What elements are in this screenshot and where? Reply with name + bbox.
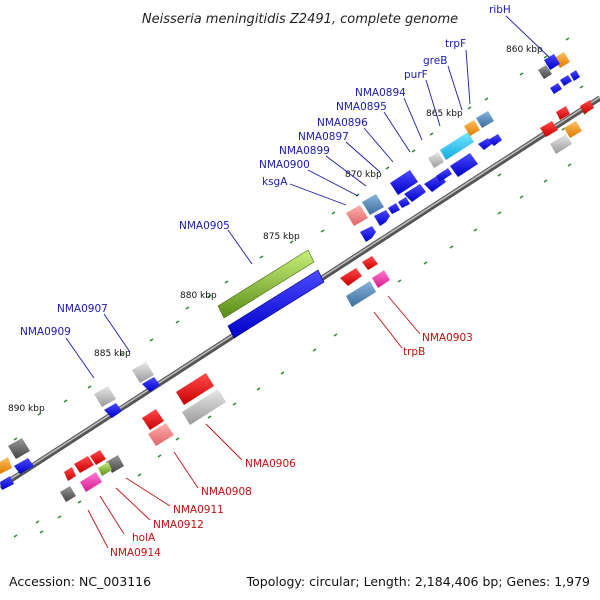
tick-row-outer <box>13 37 584 538</box>
label-NMA0912[interactable]: NMA0912 <box>153 519 204 531</box>
gene-purF-grey[interactable] <box>428 152 444 168</box>
label-NMA0909[interactable]: NMA0909 <box>20 326 71 338</box>
reverse-strand-features <box>60 100 594 502</box>
gene-left-dark[interactable] <box>8 438 30 459</box>
label-greB[interactable]: greB <box>423 55 447 67</box>
tick-label-875: 875 kbp <box>263 232 300 242</box>
tick-label-870: 870 kbp <box>345 170 382 180</box>
label-NMA0899[interactable]: NMA0899 <box>279 145 330 157</box>
gene-ribH-blue[interactable] <box>544 54 560 70</box>
gene-NMA0908-red[interactable] <box>142 409 164 430</box>
gene-right-orange[interactable] <box>564 121 582 138</box>
gene-trpF-orange[interactable] <box>464 120 480 136</box>
gene-right-grey[interactable] <box>550 134 572 154</box>
tick-label-865: 865 kbp <box>426 109 463 119</box>
tick-label-885: 885 kbp <box>94 349 131 359</box>
label-holA[interactable]: holA <box>132 532 156 544</box>
gene-NMA0900-box[interactable] <box>362 194 384 215</box>
gene-trpF-box[interactable] <box>450 153 478 177</box>
label-NMA0895[interactable]: NMA0895 <box>336 101 387 113</box>
gene-NMA0912-red[interactable] <box>74 456 94 473</box>
gene-ribH-arrow[interactable] <box>550 83 562 94</box>
gene-NMA0911-red[interactable] <box>90 450 106 465</box>
gene-NMA0907-grey[interactable] <box>132 362 154 383</box>
gene-NMA0914-red[interactable] <box>64 467 76 481</box>
label-NMA0896[interactable]: NMA0896 <box>317 117 368 129</box>
gene-trpB-steel[interactable] <box>346 281 376 307</box>
gene-holA-magenta[interactable] <box>80 472 102 492</box>
gene-NMA0899-arrow[interactable] <box>374 210 390 226</box>
label-trpF[interactable]: trpF <box>445 38 466 50</box>
gene-NMA0903-red[interactable] <box>340 268 362 286</box>
gene-greB-arrow[interactable] <box>436 168 452 182</box>
tick-label-860: 860 kbp <box>506 45 543 55</box>
gene-NMA0906-grey[interactable] <box>182 389 226 425</box>
gene-NMA0895-box[interactable] <box>390 170 418 195</box>
label-NMA0897[interactable]: NMA0897 <box>298 131 349 143</box>
gene-greB-cyan[interactable] <box>440 132 474 160</box>
gene-NMA0907-arrow[interactable] <box>142 377 160 392</box>
forward-leader-lines <box>65 15 551 379</box>
gene-NMA0906-red[interactable] <box>176 373 214 405</box>
label-purF[interactable]: purF <box>404 69 428 81</box>
label-NMA0903[interactable]: NMA0903 <box>422 332 473 344</box>
reverse-leader-lines <box>87 295 421 549</box>
accession-text: Accession: NC_003116 <box>9 574 151 589</box>
gene-NMA0905-blue-bar[interactable] <box>227 269 325 339</box>
gene-NMA0894-arrow[interactable] <box>404 184 426 202</box>
label-NMA0905[interactable]: NMA0905 <box>179 220 230 232</box>
gene-NMA0903-red2[interactable] <box>362 256 378 270</box>
gene-trpF-steel[interactable] <box>476 111 494 128</box>
label-NMA0914[interactable]: NMA0914 <box>110 547 161 559</box>
gene-NMA0909-grey[interactable] <box>94 386 116 407</box>
gene-right-red[interactable] <box>540 121 558 137</box>
label-ksgA[interactable]: ksgA <box>262 176 288 188</box>
gene-left-orange[interactable] <box>0 457 12 474</box>
gene-NMA0896-arrow[interactable] <box>398 197 410 208</box>
gene-ksgA-box[interactable] <box>346 205 368 226</box>
label-NMA0907[interactable]: NMA0907 <box>57 303 108 315</box>
forward-gene-labels: ribH trpF greB purF NMA0894 NMA0895 NMA0… <box>20 4 511 338</box>
gene-ribH-dark[interactable] <box>538 65 552 79</box>
label-ribH[interactable]: ribH <box>489 4 511 16</box>
gene-NMA0912-green[interactable] <box>98 462 112 476</box>
label-NMA0900[interactable]: NMA0900 <box>259 159 310 171</box>
reverse-gene-labels: NMA0903 trpB NMA0906 NMA0908 NMA0911 NMA… <box>110 332 473 559</box>
gene-ribH-arrow3[interactable] <box>570 70 580 81</box>
gene-left-blue[interactable] <box>14 458 34 474</box>
gene-left-blue2[interactable] <box>0 476 14 490</box>
gene-NMA0909-arrow[interactable] <box>104 403 122 418</box>
gene-NMA0905-bar[interactable] <box>217 249 315 319</box>
gene-trpF-arrow3[interactable] <box>488 134 502 146</box>
gene-right-red3[interactable] <box>580 100 594 114</box>
tick-labels: 860 kbp 865 kbp 870 kbp 875 kbp 880 kbp … <box>8 45 543 414</box>
topology-text: Topology: circular; Length: 2,184,406 bp… <box>246 574 590 589</box>
label-NMA0911[interactable]: NMA0911 <box>173 504 224 516</box>
gene-NMA0897-arrow[interactable] <box>388 203 400 214</box>
gene-ribH-arrow2[interactable] <box>560 75 572 86</box>
label-trpB[interactable]: trpB <box>403 346 425 358</box>
tick-row-inner <box>39 111 588 534</box>
label-NMA0906[interactable]: NMA0906 <box>245 458 296 470</box>
gene-right-red2[interactable] <box>556 106 570 120</box>
tick-label-890: 890 kbp <box>8 404 45 414</box>
gene-NMA0903-magenta[interactable] <box>372 270 390 288</box>
tick-label-880: 880 kbp <box>180 291 217 301</box>
gene-trpF-arrow2[interactable] <box>478 138 492 150</box>
forward-strand-features <box>0 52 580 490</box>
gene-NMA0908-pink[interactable] <box>148 423 174 446</box>
genome-title: Neisseria meningitidis Z2491, complete g… <box>142 12 458 27</box>
label-NMA0894[interactable]: NMA0894 <box>355 87 406 99</box>
gene-NMA0914-dark[interactable] <box>60 486 76 502</box>
label-NMA0908[interactable]: NMA0908 <box>201 486 252 498</box>
gene-ksgA-arrow[interactable] <box>360 226 376 242</box>
